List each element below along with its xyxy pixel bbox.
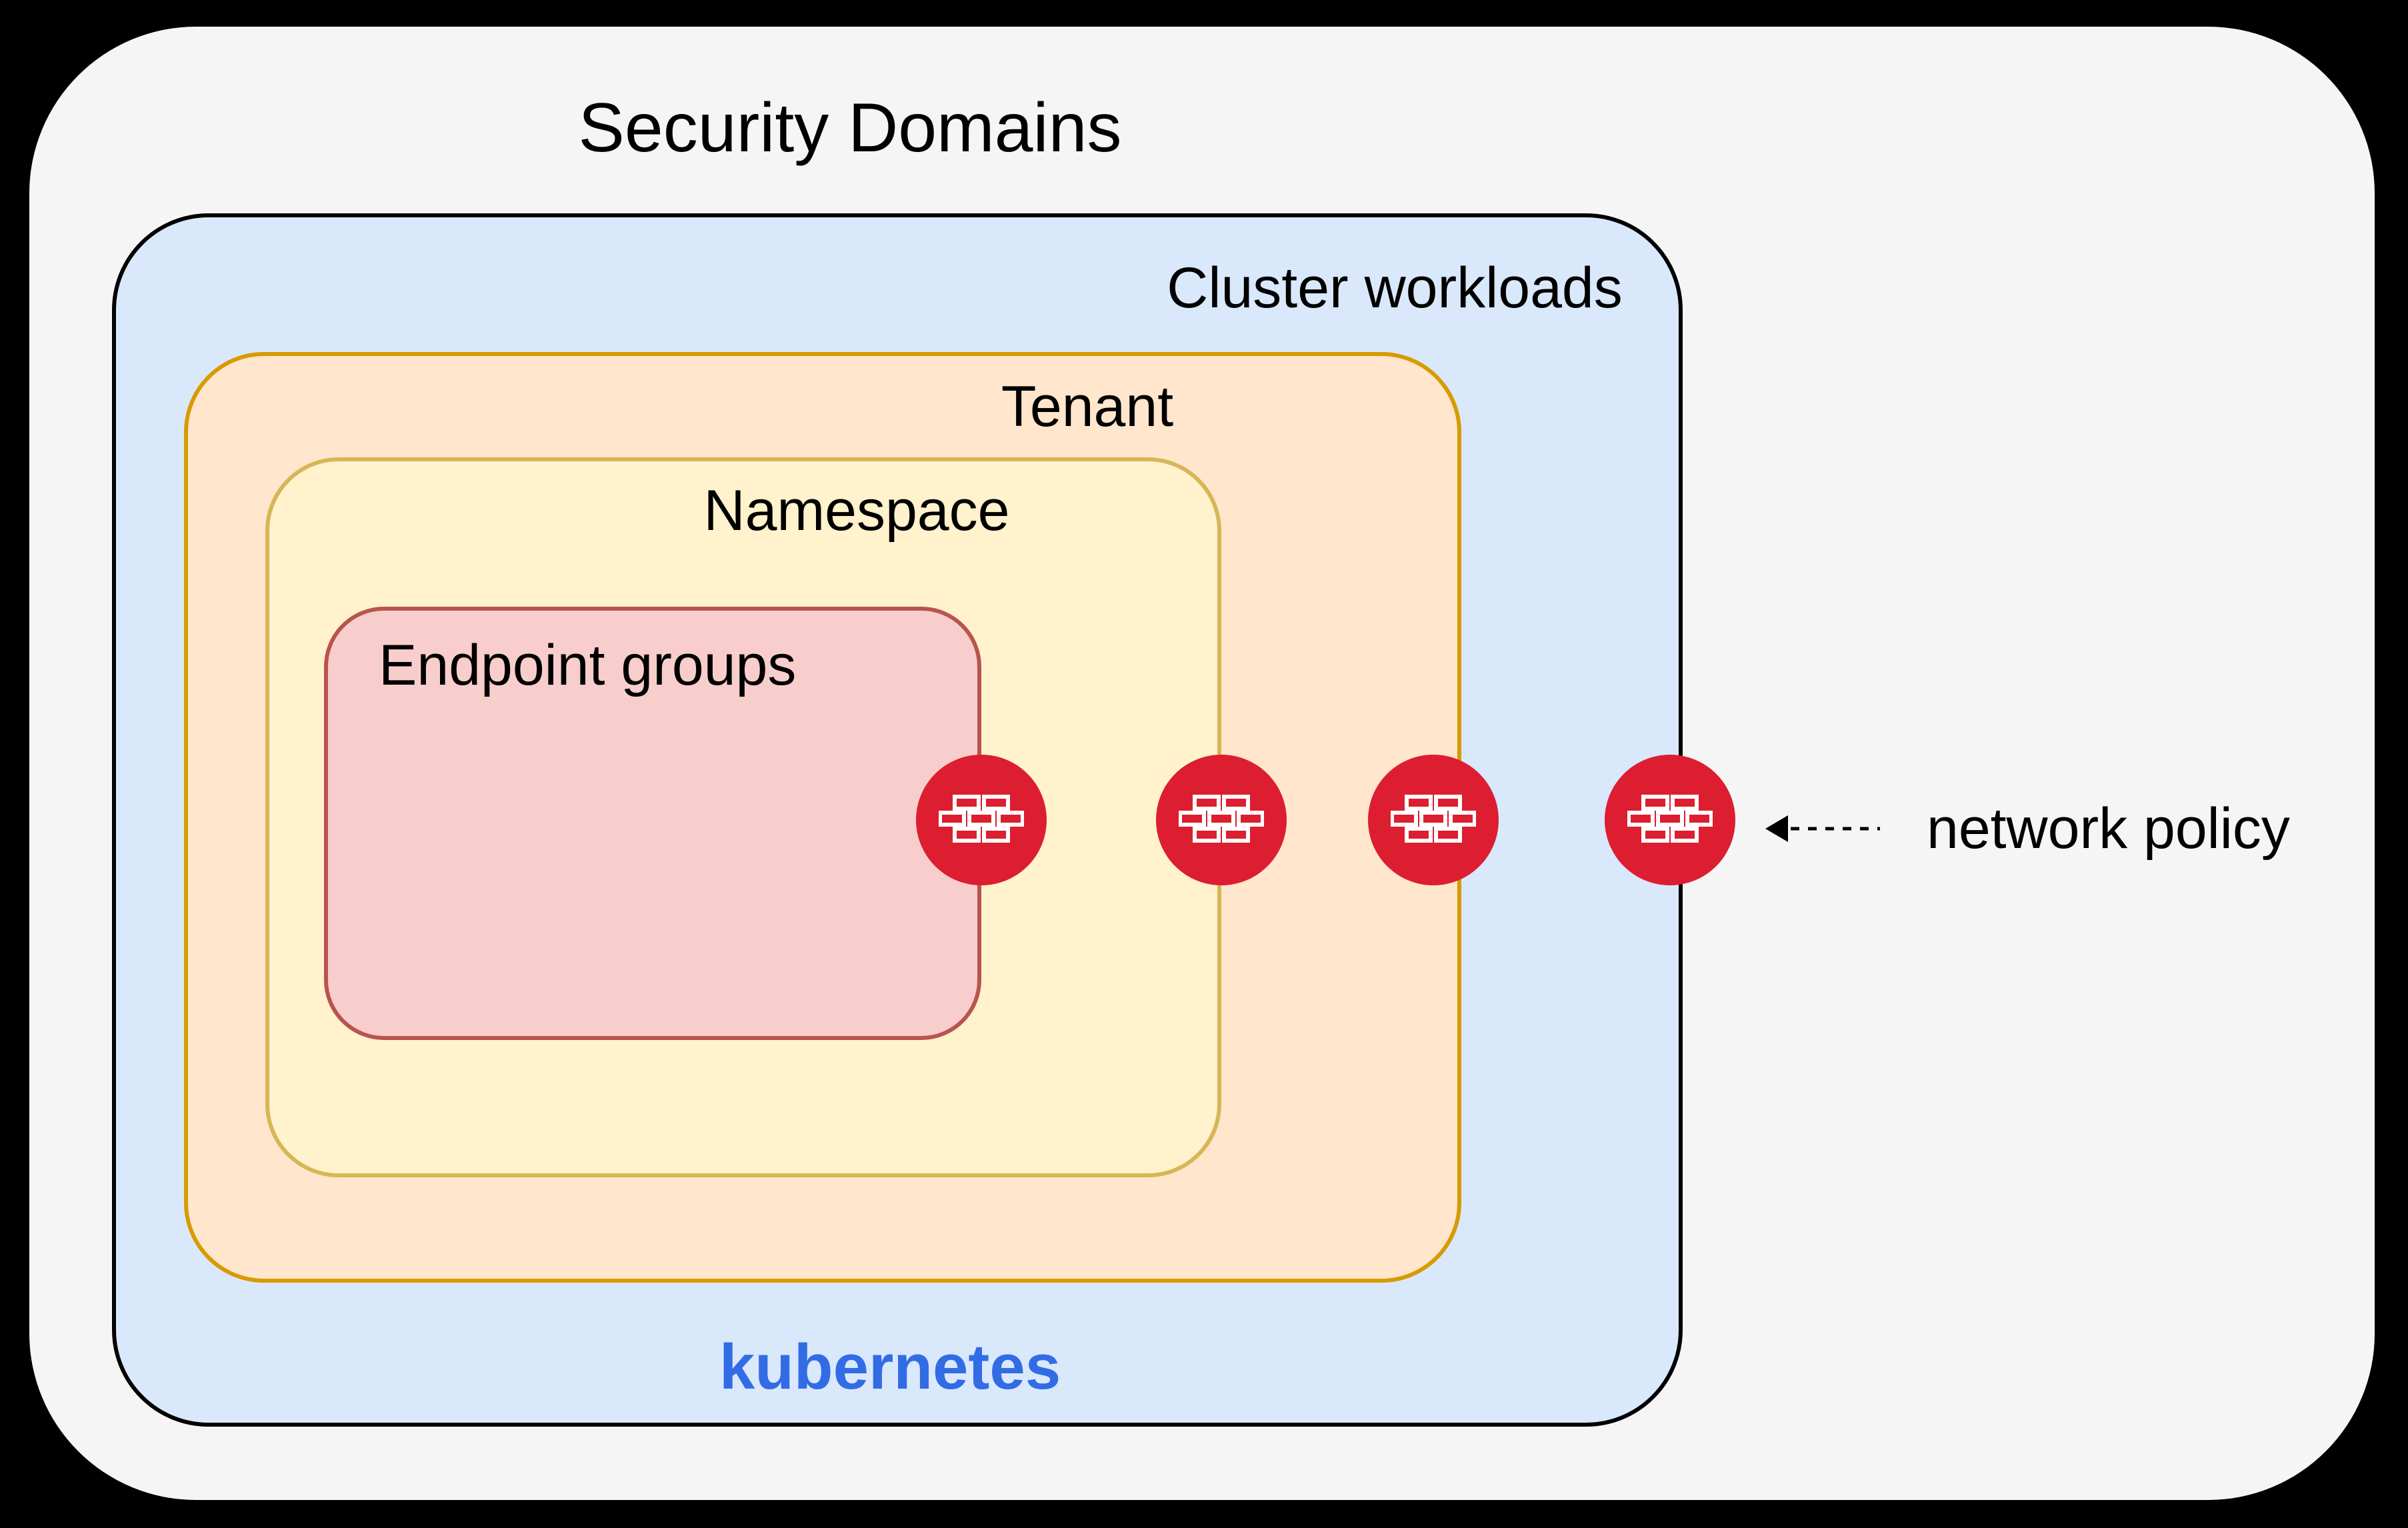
firewall-tenant-boundary: [1368, 755, 1499, 885]
page-title: Security Domains: [578, 89, 1122, 167]
firewall-namespace-boundary: [1156, 755, 1287, 885]
network-policy-label: network policy: [1927, 797, 2290, 861]
firewall-endpoint-boundary: [916, 755, 1047, 885]
kubernetes-label: kubernetes: [719, 1331, 1061, 1403]
network-policy-arrow-icon: [1765, 815, 1880, 842]
firewall-brick-icon: [938, 794, 1025, 846]
endpoint-groups-label: Endpoint groups: [379, 633, 797, 697]
firewall-brick-icon: [1390, 794, 1477, 846]
namespace-label: Namespace: [703, 479, 1010, 543]
tenant-label: Tenant: [1001, 375, 1174, 439]
cluster-workloads-label: Cluster workloads: [1167, 256, 1623, 320]
firewall-brick-icon: [1627, 794, 1713, 846]
firewall-cluster-boundary: [1605, 755, 1735, 885]
firewall-brick-icon: [1178, 794, 1265, 846]
endpoint-groups-box: [324, 607, 981, 1040]
